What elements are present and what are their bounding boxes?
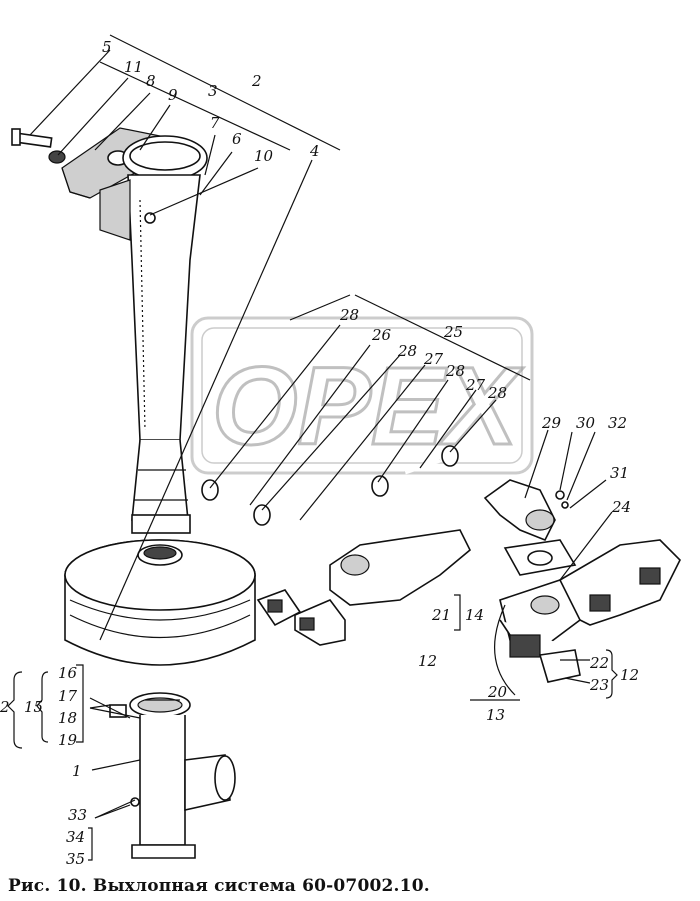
label-26: 26 [371,326,392,344]
label-7: 7 [210,114,220,132]
watermark: OPEX [190,316,534,475]
label-5: 5 [102,38,112,56]
exhaust-elbow [483,479,577,576]
label-12a: 12 [418,652,437,670]
label-27a: 27 [423,350,444,368]
callout-labels: 5 11 8 9 3 2 7 6 10 4 28 26 25 28 27 28 … [0,38,639,868]
label-18: 18 [58,709,77,727]
label-19: 19 [58,731,78,749]
exhaust-manifold-center [256,529,471,646]
label-6: 6 [232,130,242,148]
label-28b: 28 [397,342,417,360]
label-20: 20 [487,683,508,701]
label-9: 9 [168,86,178,104]
label-1: 1 [72,762,82,780]
label-17: 17 [58,687,78,705]
brackets [7,594,618,861]
label-24: 24 [611,498,631,516]
label-35: 35 [66,850,85,868]
label-16: 16 [58,664,78,682]
label-4: 4 [309,142,320,160]
exhaust-pipe-upper [99,174,201,534]
label-25: 25 [443,323,463,341]
label-27b: 27 [465,376,486,394]
muffler [64,539,256,666]
label-2-top: 2 [251,72,262,90]
label-30: 30 [576,414,596,432]
label-32: 32 [608,414,627,432]
label-11: 11 [124,58,143,76]
label-12b: 12 [620,666,639,684]
figure-caption: Рис. 10. Выхлопная система 60-07002.10. [8,876,430,896]
label-10: 10 [254,147,274,165]
label-34: 34 [66,828,85,846]
label-33: 33 [68,806,87,824]
label-15: 15 [24,698,43,716]
label-21: 21 [431,606,451,624]
label-28d: 28 [487,384,507,402]
label-14: 14 [465,606,484,624]
watermark-text: OPEX [212,345,523,468]
label-23: 23 [589,676,609,694]
leader-lines [29,34,613,819]
label-28c: 28 [445,362,465,380]
label-31: 31 [610,464,629,482]
exhaust-manifold-right [499,539,681,683]
bolt-part [11,128,66,164]
label-29: 29 [541,414,562,432]
exhaust-pipe-lower [109,692,236,859]
label-8: 8 [146,72,156,90]
label-2-left: 2 [0,698,10,716]
label-28a: 28 [339,306,359,324]
label-22: 22 [589,654,609,672]
label-3: 3 [208,82,218,100]
label-13: 13 [486,706,505,724]
